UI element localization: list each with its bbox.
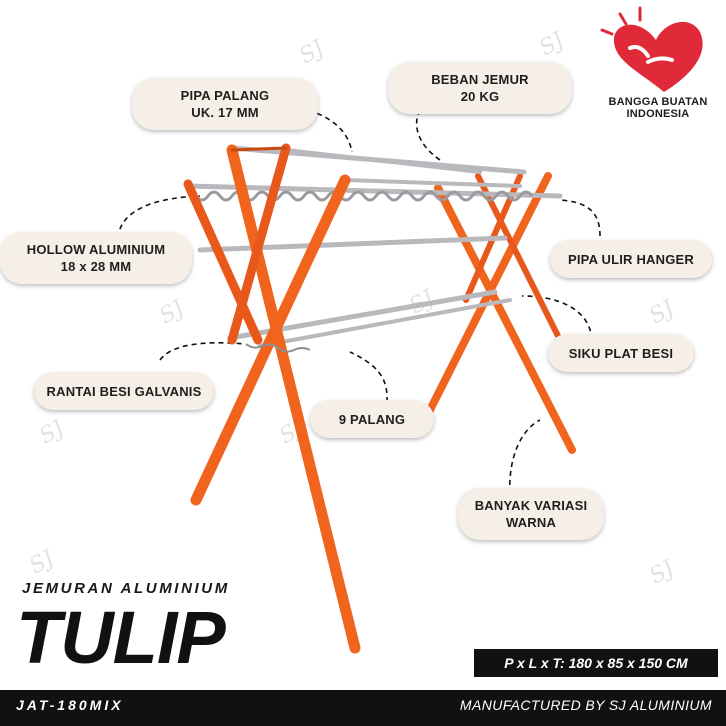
callout-variasi-warna: BANYAK VARIASI WARNA	[458, 488, 604, 540]
callout-line: PIPA ULIR HANGER	[568, 251, 694, 267]
footer-bar	[0, 690, 726, 726]
callout-line: WARNA	[505, 515, 557, 530]
callout-siku-plat-besi: SIKU PLAT BESI	[548, 334, 694, 372]
badge-line: INDONESIA	[626, 108, 690, 120]
dimensions-label: P x L x T: 180 x 85 x 150 CM	[474, 649, 718, 677]
product-subtitle: JEMURAN ALUMINIUM	[22, 580, 230, 597]
callout-line: BANYAK VARIASI	[474, 498, 588, 513]
callout-line: RANTAI BESI GALVANIS	[46, 383, 202, 399]
made-in-indonesia-badge: BANGGA BUATAN INDONESIA	[598, 96, 718, 120]
callout-line: 18 x 28 MM	[60, 259, 132, 274]
callout-line: UK. 17 MM	[191, 105, 259, 120]
back-frame	[426, 172, 576, 454]
callout-9-palang: 9 PALANG	[310, 400, 434, 438]
callout-rantai-besi: RANTAI BESI GALVANIS	[34, 372, 214, 410]
heart-icon	[600, 6, 703, 93]
callout-hollow-aluminium: HOLLOW ALUMINIUM 18 x 28 MM	[0, 232, 192, 284]
galvanized-chain	[245, 343, 311, 353]
product-code: JAT-180MIX	[16, 697, 124, 713]
front-frame	[183, 143, 361, 654]
callout-line: 20 KG	[460, 89, 500, 104]
badge-line: BANGGA BUATAN	[608, 96, 708, 108]
callout-pipa-ulir-hanger: PIPA ULIR HANGER	[550, 240, 712, 278]
callout-line: SIKU PLAT BESI	[568, 345, 674, 361]
hanger-thread-pipe	[194, 190, 534, 202]
manufacturer-label: MANUFACTURED BY SJ ALUMINIUM	[459, 697, 712, 713]
dimensions-text: P x L x T: 180 x 85 x 150 CM	[504, 655, 688, 671]
callout-line: BEBAN JEMUR	[431, 72, 529, 87]
product-title: TULIP	[16, 596, 226, 679]
callout-line: HOLLOW ALUMINIUM	[26, 242, 166, 257]
callout-beban-jemur: BEBAN JEMUR 20 KG	[388, 62, 572, 114]
callout-pipa-palang: PIPA PALANG UK. 17 MM	[132, 78, 318, 130]
callout-line: PIPA PALANG	[180, 88, 270, 103]
callout-line: 9 PALANG	[338, 411, 406, 427]
